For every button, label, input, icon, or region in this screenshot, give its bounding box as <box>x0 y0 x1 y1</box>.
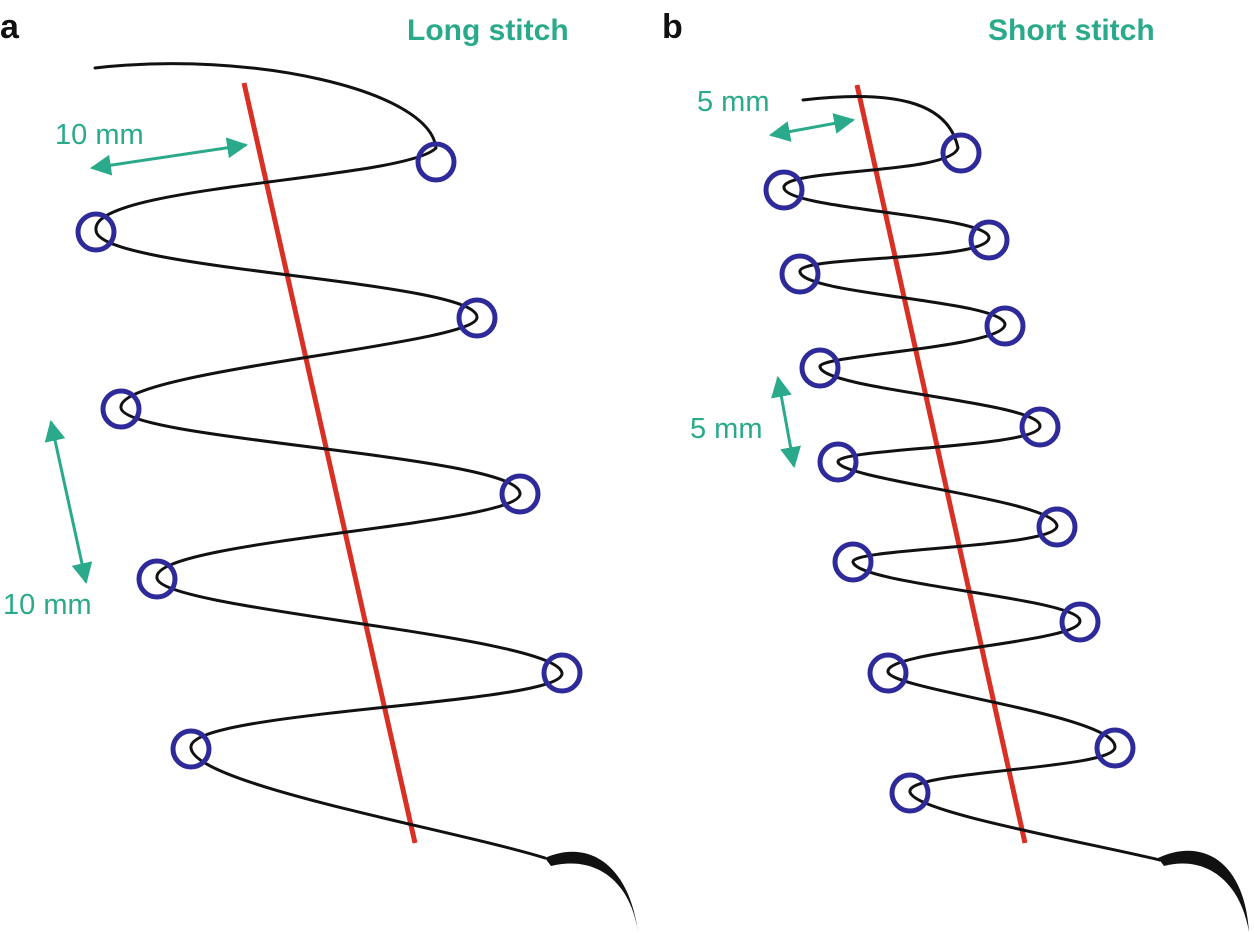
bite-circle <box>456 297 498 339</box>
bite-circle <box>541 652 583 694</box>
arrow-double-icon <box>44 419 93 585</box>
bite-circles-a <box>75 141 583 770</box>
dimension-label-stitch-spacing-b: 5 mm <box>690 413 763 445</box>
needle-icon <box>545 851 638 932</box>
bite-circle <box>984 305 1026 347</box>
panel-title-a: Long stitch <box>407 14 569 47</box>
bite-circle <box>1019 406 1061 448</box>
bite-circle <box>170 728 212 770</box>
incision-line-b <box>854 84 1028 844</box>
panel-a: a Long stitch 10 mm 10 mm <box>0 8 638 932</box>
panel-b: b Short stitch 5 mm 5 mm <box>662 8 1249 932</box>
incision-line-a <box>241 82 418 844</box>
suture-thread-a <box>93 62 564 860</box>
bite-circle <box>779 253 821 295</box>
bite-circle <box>817 441 859 483</box>
bite-circle <box>136 558 178 600</box>
arrow-double-icon <box>768 113 856 142</box>
bite-circle <box>1059 601 1101 643</box>
bite-circle <box>763 169 805 211</box>
bite-circles-b <box>763 132 1136 814</box>
bite-circle <box>940 132 982 174</box>
bite-circle <box>889 772 931 814</box>
suture-thread-b <box>782 95 1162 862</box>
dimension-label-stitch-width-a: 10 mm <box>55 119 144 151</box>
dimension-label-stitch-width-b: 5 mm <box>697 86 770 118</box>
bite-circle <box>1094 727 1136 769</box>
bite-circle <box>799 347 841 389</box>
arrow-double-icon <box>89 137 249 176</box>
bite-circle <box>867 652 909 694</box>
bite-circle <box>100 388 142 430</box>
panel-letter-b: b <box>662 8 683 46</box>
dimension-label-stitch-spacing-a: 10 mm <box>3 589 92 621</box>
bite-circle <box>1036 506 1078 548</box>
bite-circle <box>415 141 457 183</box>
bite-circle <box>968 219 1010 261</box>
panel-title-b: Short stitch <box>988 14 1155 47</box>
bite-circle <box>499 473 541 515</box>
bite-circle <box>75 211 117 253</box>
needle-icon <box>1158 850 1249 932</box>
bite-circle <box>832 541 874 583</box>
arrow-double-icon <box>771 375 801 469</box>
panel-letter-a: a <box>0 8 20 46</box>
